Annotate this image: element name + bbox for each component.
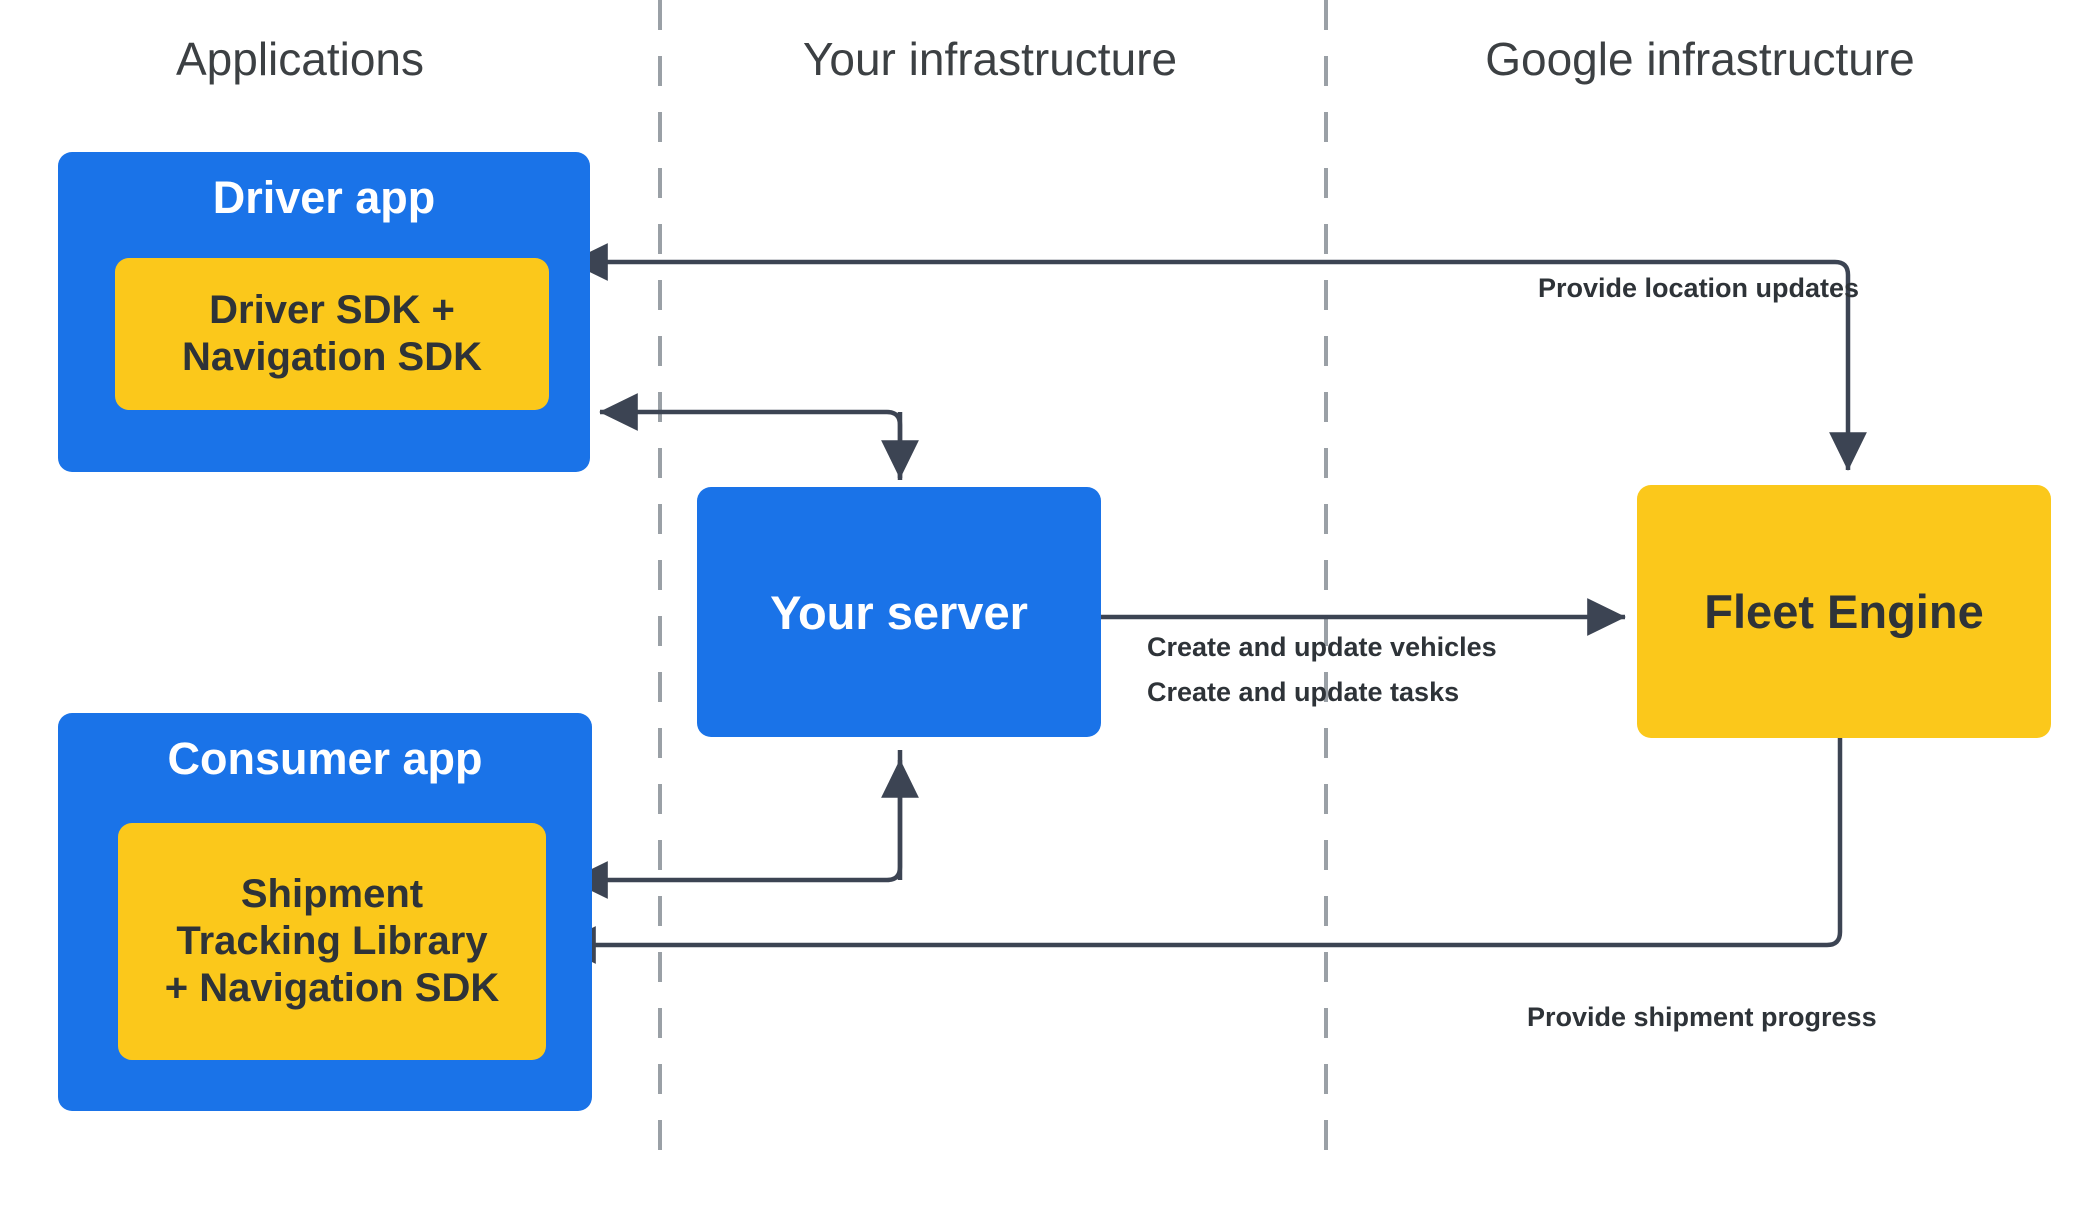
label-create-and-update-tasks: Create and update tasks (1147, 677, 1460, 707)
driver-sdk-label: Driver SDK + Navigation SDK (181, 287, 483, 379)
edge-shipment-progress-to-consumer (557, 738, 1843, 964)
column-header-google-infrastructure: Google infrastructure (1485, 33, 1915, 85)
column-header-your-infrastructure: Your infrastructure (802, 33, 1178, 85)
consumer-app-title: Consumer app (167, 733, 483, 784)
node-driver-sdk[interactable]: Driver SDK + Navigation SDK (115, 258, 549, 410)
label-provide-shipment-progress: Provide shipment progress (1527, 1002, 1877, 1032)
edge-to-consumer-app (569, 750, 903, 899)
label-provide-location-updates: Provide location updates (1538, 273, 1860, 303)
label-create-and-update-vehicles: Create and update vehicles (1147, 632, 1497, 662)
consumer-sdk-label: Shipment Tracking Library + Navigation S… (164, 871, 500, 1011)
node-consumer-sdk[interactable]: Shipment Tracking Library + Navigation S… (118, 823, 546, 1060)
column-header-applications: Applications (175, 33, 425, 85)
your-server-title: Your server (770, 585, 1028, 639)
node-fleet-engine[interactable]: Fleet Engine (1637, 485, 2051, 738)
fleet-engine-title: Fleet Engine (1704, 585, 1984, 638)
edge-server-to-driver-app-left (599, 393, 903, 480)
driver-app-title: Driver app (212, 172, 436, 223)
node-your-server[interactable]: Your server (697, 487, 1101, 737)
